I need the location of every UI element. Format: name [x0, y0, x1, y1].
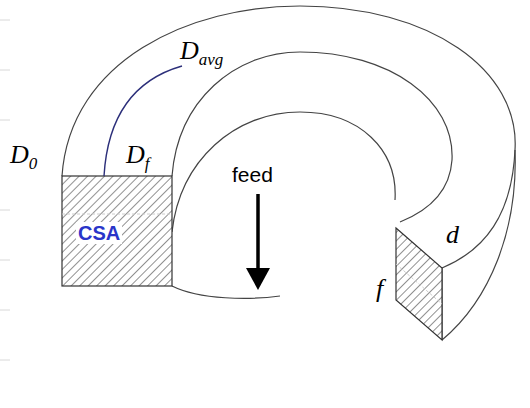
dimension-symbol: Df [126, 142, 150, 168]
direction-label: feed [232, 164, 273, 185]
dimension-symbol: d [446, 222, 459, 248]
cross-section-area: CSA [62, 176, 172, 286]
dimension-symbol: D0 [10, 142, 37, 168]
area-label: CSA [76, 222, 122, 244]
dimension-symbol: Davg [180, 38, 223, 64]
dimension-symbol: f [376, 276, 383, 302]
